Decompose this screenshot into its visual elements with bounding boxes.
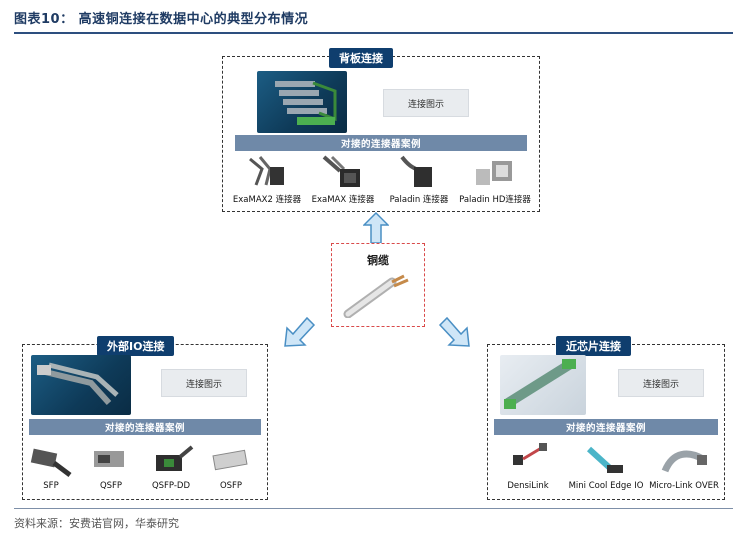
external-io-placeholder: 连接图示	[161, 369, 247, 397]
backplane-panel: 背板连接 连接图示 对接的连接器案例 ExaMAX2 连接器 ExaMAX 连接…	[222, 48, 540, 212]
paladin-hd-item: Paladin HD连接器	[455, 155, 535, 205]
osfp-label: OSFP	[219, 481, 243, 491]
backplane-case-bar: 对接的连接器案例	[235, 135, 527, 151]
qsfp-dd-label: QSFP-DD	[151, 481, 191, 491]
osfp-module-icon	[212, 449, 248, 471]
backplane-title: 背板连接	[329, 48, 393, 68]
micro-link-over-label: Micro-Link OVER	[649, 481, 719, 491]
near-chip-title: 近芯片连接	[556, 336, 631, 356]
external-io-case-bar: 对接的连接器案例	[29, 419, 261, 435]
qsfp-module-icon	[94, 451, 124, 467]
near-chip-placeholder: 连接图示	[618, 369, 704, 397]
examax-label: ExaMAX 连接器	[311, 195, 375, 205]
sfp-module-icon	[30, 448, 72, 477]
micro-link-over-icon	[661, 450, 707, 473]
copper-cable-icon	[343, 274, 409, 318]
paladin-hd-connector-icon	[476, 161, 512, 185]
densilink-item: DensiLink	[490, 441, 566, 491]
sfp-item: SFP	[19, 441, 83, 491]
external-io-panel: 外部IO连接 连接图示 对接的连接器案例 SFP QSFP QSFP-DD	[19, 336, 268, 500]
arrow-down-right-icon	[438, 316, 470, 347]
paladin-hd-label: Paladin HD连接器	[459, 195, 531, 205]
figure-source: 资料来源：安费诺官网，华泰研究	[14, 517, 179, 530]
paladin-connector-icon	[400, 155, 432, 187]
backplane-photo	[257, 71, 347, 133]
examax2-label: ExaMAX2 连接器	[232, 195, 302, 205]
sfp-label: SFP	[43, 481, 59, 491]
external-io-title: 外部IO连接	[97, 336, 175, 356]
mini-cool-edge-io-icon	[586, 446, 623, 473]
micro-link-over-item: Micro-Link OVER	[644, 441, 724, 491]
paladin-label: Paladin 连接器	[389, 195, 449, 205]
examax2-connector-icon	[249, 156, 284, 186]
examax2-item: ExaMAX2 连接器	[227, 155, 307, 205]
near-chip-case-bar: 对接的连接器案例	[494, 419, 718, 435]
qsfp-dd-item: QSFP-DD	[139, 441, 203, 491]
bottom-rule	[14, 508, 733, 509]
examax-item: ExaMAX 连接器	[303, 155, 383, 205]
arrow-up-icon	[363, 212, 389, 244]
osfp-item: OSFP	[199, 441, 263, 491]
external-io-photo	[31, 355, 131, 415]
title-rule	[14, 32, 733, 34]
copper-cable-box: 铜缆	[331, 243, 425, 327]
arrow-down-left-icon	[284, 316, 316, 347]
examax-connector-icon	[322, 155, 360, 187]
figure-title: 图表10： 高速铜连接在数据中心的典型分布情况	[14, 12, 309, 27]
qsfp-item: QSFP	[79, 441, 143, 491]
near-chip-photo	[500, 355, 586, 415]
qsfp-dd-module-icon	[156, 445, 194, 471]
backplane-placeholder: 连接图示	[383, 89, 469, 117]
mini-cool-edge-io-label: Mini Cool Edge IO	[568, 481, 644, 491]
densilink-label: DensiLink	[507, 481, 549, 491]
copper-cable-label: 铜缆	[367, 254, 389, 267]
paladin-item: Paladin 连接器	[379, 155, 459, 205]
near-chip-panel: 近芯片连接 连接图示 对接的连接器案例 DensiLink Mini Cool …	[487, 336, 725, 500]
qsfp-label: QSFP	[99, 481, 123, 491]
mini-cool-edge-io-item: Mini Cool Edge IO	[564, 441, 648, 491]
densilink-cable-icon	[513, 443, 547, 465]
